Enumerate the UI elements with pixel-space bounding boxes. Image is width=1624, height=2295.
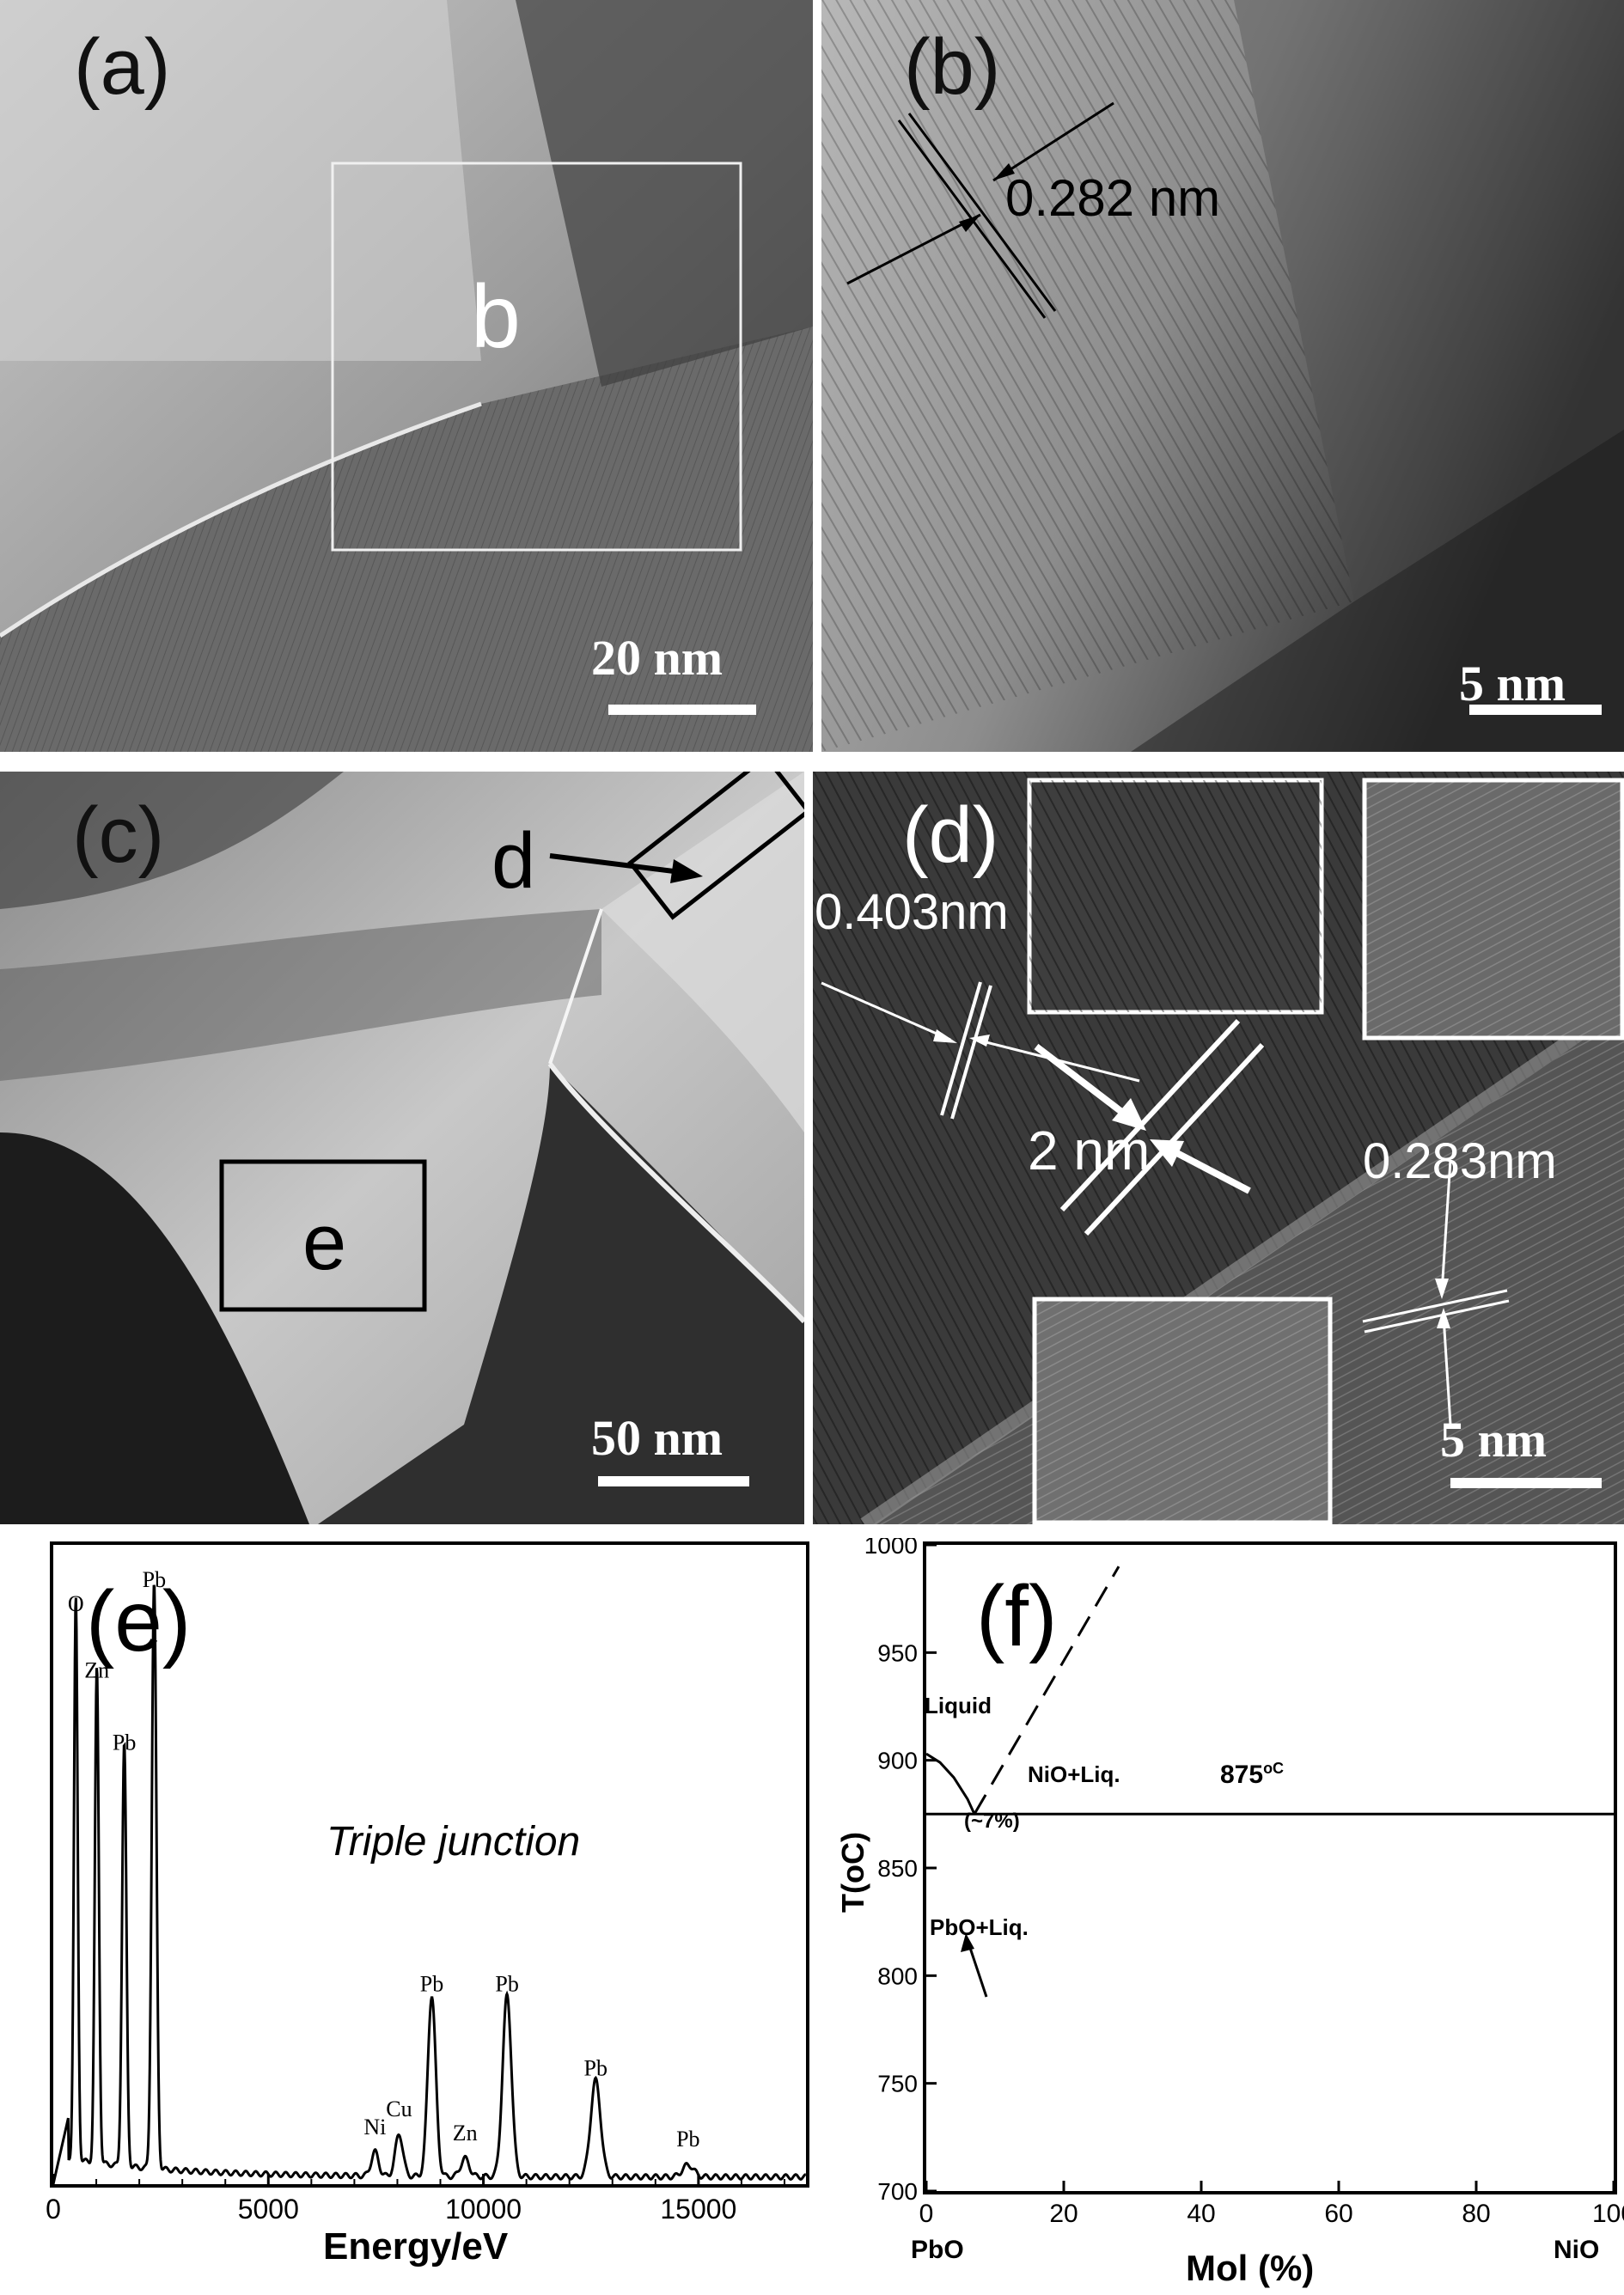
panel-d-micrograph [813, 772, 1624, 1524]
roi-box-d [627, 772, 804, 920]
phase-ytick-label: 900 [877, 1748, 918, 1774]
panel-label-a: (a) [74, 23, 171, 111]
scalebar-a-label: 20 nm [591, 630, 723, 686]
roi-label-d: d [491, 817, 536, 905]
eds-annotation: Triple junction [327, 1819, 581, 1865]
phase-ylabel: T(oC) [835, 1832, 871, 1913]
eds-peak-label: O [68, 1591, 84, 1616]
end-label-nio: NiO [1554, 2236, 1600, 2264]
annotation-nio-liq: NiO+Liq. [1028, 1761, 1120, 1787]
phase-ytick-label: 950 [877, 1639, 918, 1666]
panel-a-micrograph [0, 0, 813, 752]
phase-ytick-label: 1000 [864, 1538, 918, 1559]
eds-peak-label: Pb [583, 2056, 607, 2081]
phase-diagram-chart: 0 20 40 60 80 100 700 750 800 850 900 950 1000 [864, 1532, 1624, 2228]
panel-label-c: (c) [72, 791, 165, 879]
annotation-pbo-liq: PbO+Liq. [930, 1914, 1029, 1940]
phase-plot-frame [923, 1541, 1617, 2194]
scalebar-b-label: 5 nm [1459, 656, 1566, 711]
phase-ytick-label: 850 [877, 1855, 918, 1882]
phase-xtick-label: 40 [1187, 2200, 1215, 2228]
spacing-label-d-left: 0.403nm [815, 884, 1009, 940]
eds-peak-label: Zn [84, 1657, 109, 1682]
roi-box-b [331, 162, 742, 552]
spacing-label-d-right: 0.283nm [1363, 1133, 1557, 1189]
eutectic-temp-value: 875 [1220, 1761, 1264, 1789]
panel-d-hrtem-image: (d) 0.403nm 2 nm 0.283nm 5 nm [813, 772, 1624, 1524]
panel-c-tem-image: (c) d e 50 nm [0, 772, 804, 1524]
panel-label-e: (e) [86, 1573, 192, 1669]
phase-xtick-label: 80 [1462, 2200, 1490, 2228]
scalebar-c-label: 50 nm [591, 1410, 723, 1466]
eds-peak-label: Pb [676, 2127, 699, 2152]
eds-peak-label: Pb [143, 1567, 166, 1592]
roi-label-b: b [471, 267, 521, 367]
panel-c-micrograph [0, 772, 804, 1524]
eds-spectrum-line [52, 1584, 807, 2185]
phase-boundary-dashed [973, 1566, 1120, 1816]
eds-xtick-label: 10000 [445, 2194, 522, 2225]
phase-xtick-label: 0 [919, 2200, 934, 2228]
scalebar-b [1469, 705, 1602, 715]
phase-ytick-label: 700 [877, 2178, 918, 2205]
eds-xlabel: Energy/eV [323, 2225, 509, 2268]
eds-peak-label: Zn [453, 2121, 478, 2145]
eds-peak-label: Pb [113, 1730, 136, 1755]
eds-plot-frame [50, 1541, 809, 2188]
panel-label-f: (f) [976, 1568, 1058, 1664]
panel-f-phase-diagram: 0 20 40 60 80 100 700 750 800 850 900 950 1000 (f) L… [825, 1532, 1624, 2291]
phase-boundary-solid [925, 1752, 976, 1815]
panel-label-d: (d) [902, 791, 999, 879]
width-label-d: 2 nm [1028, 1120, 1151, 1181]
scalebar-a [608, 705, 756, 715]
scalebar-d-label: 5 nm [1440, 1412, 1548, 1468]
phase-xtick-label: 60 [1324, 2200, 1352, 2228]
phase-xlabel: Mol (%) [1186, 2248, 1315, 2288]
eds-peak-label: Ni [363, 2115, 386, 2139]
panel-label-b: (b) [904, 23, 1001, 111]
annotation-eutectic-temp: 875oC [1220, 1760, 1284, 1790]
panel-b-hrtem-image: (b) 0.282 nm 5 nm [821, 0, 1624, 752]
eds-xtick-label: 5000 [238, 2194, 299, 2225]
phase-xtick-label: 100 [1592, 2200, 1624, 2228]
phase-ylabel-text: T(oC) [835, 1832, 870, 1913]
eds-xtick-label: 0 [46, 2194, 61, 2225]
eds-peak-label: Pb [495, 1971, 518, 1996]
phase-xtick-label: 20 [1049, 2200, 1078, 2228]
panel-b-micrograph [821, 0, 1624, 752]
roi-box-e [219, 1159, 427, 1312]
annotation-eutectic-comp: (~7%) [964, 1810, 1020, 1833]
eds-peak-label: Cu [386, 2097, 412, 2121]
annotation-liquid: Liquid [925, 1693, 992, 1718]
eds-peak-label: Pb [420, 1971, 443, 1996]
scalebar-d [1450, 1478, 1602, 1488]
eutectic-temp-unit: oC [1263, 1760, 1285, 1777]
phase-ytick-label: 750 [877, 2071, 918, 2097]
spacing-label-b: 0.282 nm [1005, 169, 1221, 227]
eds-xtick-label: 15000 [660, 2194, 736, 2225]
scalebar-c [598, 1476, 749, 1486]
end-label-pbo: PbO [911, 2236, 964, 2264]
phase-ytick-label: 800 [877, 1962, 918, 1989]
roi-label-e: e [302, 1199, 347, 1286]
panel-a-tem-image: (a) b 20 nm [0, 0, 813, 752]
